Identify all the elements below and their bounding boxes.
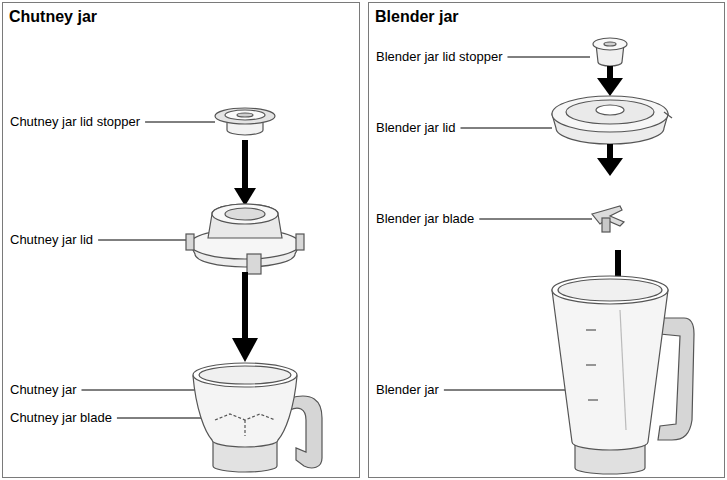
blender-lid xyxy=(552,96,672,144)
part-label: Chutney jar lid xyxy=(9,232,94,248)
blender-stopper xyxy=(593,38,627,66)
assembly-arrow xyxy=(597,66,623,96)
part-label: Blender jar lid xyxy=(375,120,457,136)
part-label: Blender jar blade xyxy=(375,211,475,227)
blender-jar xyxy=(552,276,694,474)
panel-title: Chutney jar xyxy=(9,7,97,27)
part-label: Chutney jar xyxy=(9,382,77,398)
assembly-arrow xyxy=(597,144,623,176)
assembly-arrow xyxy=(234,140,256,206)
chutney-stopper xyxy=(215,108,275,135)
leader-lines xyxy=(81,57,592,418)
panel-title: Blender jar xyxy=(375,7,459,27)
part-label: Blender jar lid stopper xyxy=(375,49,503,65)
panel-box: Blender jar xyxy=(368,2,725,478)
chutney-lid xyxy=(186,204,304,274)
part-label: Chutney jar lid stopper xyxy=(9,114,141,130)
part-label: Blender jar xyxy=(375,382,440,398)
assembly-arrow xyxy=(232,272,258,362)
chutney-jar xyxy=(193,363,322,472)
blender-blade xyxy=(592,206,624,232)
part-label: Chutney jar blade xyxy=(9,410,113,426)
